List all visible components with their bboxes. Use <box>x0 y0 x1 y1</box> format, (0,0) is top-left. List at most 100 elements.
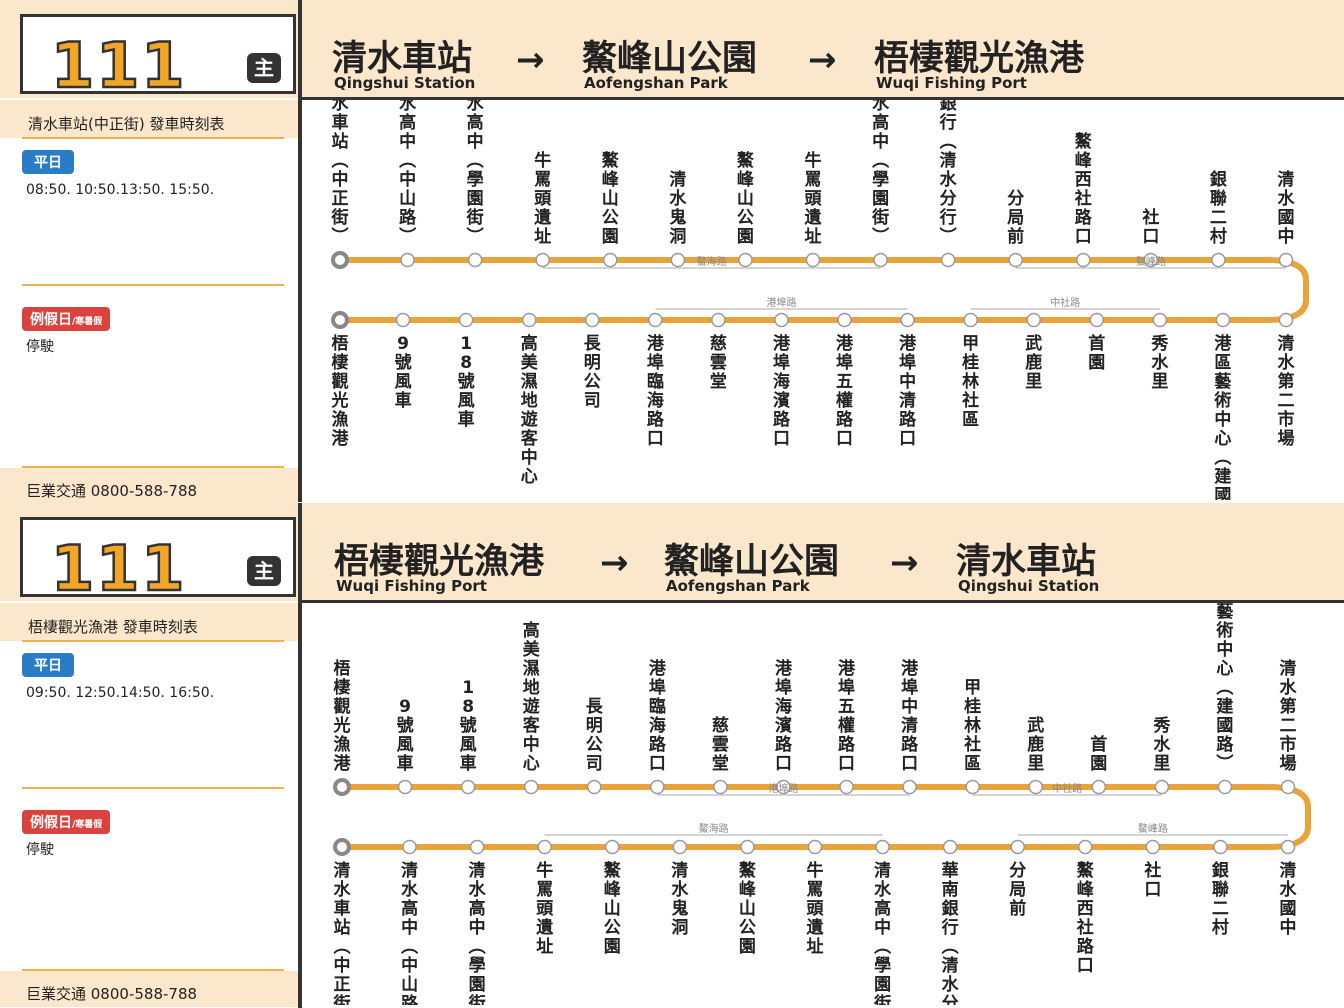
header-divider <box>300 600 1344 603</box>
holiday-sub-label: /寒暑假 <box>72 317 103 327</box>
separator <box>22 284 284 286</box>
stop-marker <box>1213 839 1228 855</box>
main-route-badge: 主 <box>247 53 281 83</box>
stop-name: 鰲峰山公園 <box>738 860 757 957</box>
stop-marker <box>900 312 915 328</box>
separator <box>22 787 284 789</box>
schedule-title-band <box>0 100 298 138</box>
route-line <box>340 257 1309 323</box>
stop-name: 梧棲觀光漁港 <box>331 333 350 449</box>
stop-name: 鰲峰山公園 <box>736 150 755 247</box>
stop-marker <box>395 312 411 328</box>
stop-name: 慈雲堂 <box>712 715 729 774</box>
header-stop-3-en: Qingshui Station <box>958 577 1100 595</box>
schedule-title: 梧棲觀光漁港 發車時刻表 <box>28 618 198 636</box>
header-stop-1-en: Wuqi Fishing Port <box>336 577 487 595</box>
stop-marker <box>648 312 663 328</box>
holiday-label: 例假日 <box>30 312 72 328</box>
stop-marker <box>1143 252 1159 268</box>
stop-marker <box>1211 252 1226 268</box>
road-label-bottom-1: 鰲海路 <box>699 822 729 835</box>
weekday-times: 09:50. 12:50.14:50. 16:50. <box>26 685 215 701</box>
stop-name: 分局前 <box>1009 861 1026 919</box>
operator-contact: 巨業交通 0800-588-788 <box>26 985 198 1003</box>
stop-marker <box>1076 252 1091 268</box>
stop-name: 港埠中清路口 <box>899 333 917 449</box>
stop-name: 清水第二市場 <box>1278 333 1296 449</box>
route-number-box: 111 主 <box>20 517 296 606</box>
header-stop-2-zh: 鰲峰山公園 <box>582 39 758 79</box>
stop-name: 武鹿里 <box>1027 715 1044 774</box>
vertical-divider <box>298 0 302 502</box>
stop-name: 港埠五權路口 <box>838 658 856 774</box>
stop-marker <box>873 252 888 268</box>
header-stop-3-en: Wuqi Fishing Port <box>876 74 1027 92</box>
stop-marker <box>940 252 956 268</box>
stop-marker <box>1278 312 1294 328</box>
header-stop-1-zh: 梧棲觀光漁港 <box>334 542 545 582</box>
stop-name: 清水高中︵中山路︶ <box>399 100 417 247</box>
header-stop-1-zh: 清水車站 <box>332 39 473 79</box>
stop-name: 甲桂林社區 <box>961 334 979 430</box>
stop-marker <box>711 312 726 328</box>
stop-name: 鰲峰山公園 <box>601 150 620 247</box>
stop-name: 港埠中清路口 <box>901 658 919 774</box>
route-number: 111 <box>50 28 187 104</box>
stop-name: 港區藝術中心︵建國路︶ <box>1215 603 1234 774</box>
stop-marker <box>1145 839 1161 855</box>
stop-name: 清水高中︵中山路︶ <box>401 860 419 1005</box>
road-label-bottom-2: 中社路 <box>1050 296 1080 309</box>
stop-name: 高美濕地遊客中心 <box>522 620 541 774</box>
stop-name: 社口 <box>1141 207 1159 247</box>
stop-marker <box>535 252 550 268</box>
weekday-times: 08:50. 10:50.13:50. 15:50. <box>26 182 215 198</box>
stop-name: 港埠海濱路口 <box>775 658 793 774</box>
weekday-badge: 平日 <box>22 653 74 677</box>
stop-name: 鰲峰山公園 <box>603 860 622 957</box>
weekday-badge: 平日 <box>22 150 74 174</box>
stop-marker <box>1091 779 1107 795</box>
stop-marker <box>1078 839 1093 855</box>
stop-marker <box>650 779 665 795</box>
operator-contact: 巨業交通 0800-588-788 <box>26 482 198 500</box>
stop-marker <box>902 779 917 795</box>
stop-marker <box>776 779 791 795</box>
main-route-badge: 主 <box>247 556 281 586</box>
stop-name: 港埠臨海路口 <box>647 333 665 449</box>
holiday-note: 停駛 <box>26 842 54 858</box>
stop-marker <box>587 779 602 795</box>
footer-band <box>0 468 298 504</box>
stop-marker <box>1026 312 1041 328</box>
stop-name: 清水高中︵學園街︶ <box>468 860 487 1005</box>
stop-marker <box>1217 779 1233 795</box>
stop-name: 牛罵頭遺址 <box>805 150 823 247</box>
stop-name: 清水鬼洞 <box>671 860 689 938</box>
stop-marker <box>467 252 483 268</box>
route-number: 111 <box>50 531 187 607</box>
road-label-top-1: 港埠路 <box>768 782 798 795</box>
stop-marker <box>942 839 958 855</box>
separator <box>22 640 284 642</box>
holiday-label: 例假日 <box>30 815 72 831</box>
header-stop-1-en: Qingshui Station <box>334 74 476 92</box>
stop-marker <box>1010 839 1025 855</box>
road-label-bottom-1: 港埠路 <box>766 296 796 309</box>
stop-name: 銀聯二村 <box>1210 169 1227 247</box>
stop-marker <box>1152 312 1168 328</box>
road-label-top-2: 鰲峰路 <box>1136 255 1166 268</box>
road-label-top-1: 鰲海路 <box>697 255 727 268</box>
route-line <box>342 784 1311 850</box>
stop-marker <box>740 839 755 855</box>
arrow-icon: → <box>600 543 629 583</box>
stop-marker <box>965 779 980 795</box>
stop-marker <box>837 312 852 328</box>
header-stop-3-zh: 梧棲觀光漁港 <box>874 39 1085 79</box>
schedule-title-band <box>0 603 298 641</box>
stop-name: 鰲峰西社路口 <box>1074 131 1093 247</box>
stop-name: 分局前 <box>1007 189 1024 247</box>
stop-name: 清水國中 <box>1278 169 1296 247</box>
stop-name: 慈雲堂 <box>710 333 727 392</box>
stop-name: 港埠五權路口 <box>836 333 854 449</box>
